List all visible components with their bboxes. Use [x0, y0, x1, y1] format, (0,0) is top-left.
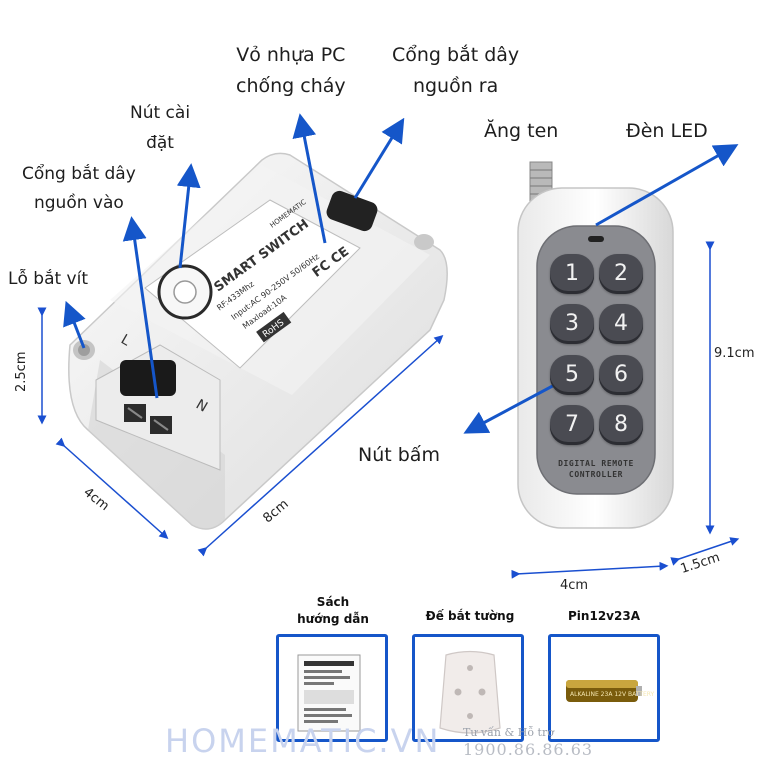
input-port-label-line2: nguồn vào — [33, 193, 124, 213]
screw-hole-label: Lỗ bắt vít — [8, 269, 89, 289]
remote-brand-text: DIGITAL REMOTE CONTROLLER — [548, 458, 644, 480]
remote-brand-line2: CONTROLLER — [568, 470, 624, 479]
remote-button-8[interactable]: 8 — [599, 405, 643, 445]
battery-title: Pin12v23A — [568, 609, 640, 623]
setup-button-label-line2: đặt — [146, 133, 174, 153]
footer-support-text: Tư vấn & Hỗ trợ — [463, 726, 554, 739]
output-port-label: Cổng bắt dây nguồn ra — [392, 40, 519, 102]
housing-label-line1: Vỏ nhựa PC — [236, 44, 346, 66]
dimension-lines — [37, 241, 740, 579]
input-port-label-line1: Cổng bắt dây — [22, 164, 136, 184]
output-port-label-line1: Cổng bắt dây — [392, 44, 520, 66]
remote-button-5[interactable]: 5 — [550, 355, 594, 395]
setup-button-label: Nút cài đặt — [130, 98, 190, 158]
remote-button-3[interactable]: 3 — [550, 304, 594, 344]
remote-button-1[interactable]: 1 — [550, 254, 594, 294]
callout-arrows — [63, 113, 739, 434]
footer-brand-logo: HOMEMATIC.VN — [165, 722, 441, 760]
output-port-label-line2: nguồn ra — [412, 75, 499, 97]
remote-button-7[interactable]: 7 — [550, 405, 594, 445]
manual-title-line1: Sách — [316, 595, 350, 609]
remote-brand-line1: DIGITAL REMOTE — [558, 459, 634, 468]
housing-label-line2: chống cháy — [236, 75, 346, 97]
footer-phone[interactable]: 1900.86.86.63 — [463, 740, 594, 759]
manual-title-line2: hướng dẫn — [297, 612, 369, 626]
keypad-label: Nút bấm — [358, 444, 440, 466]
dim-remote-width: 4cm — [560, 578, 589, 593]
remote-button-6[interactable]: 6 — [599, 355, 643, 395]
dim-remote-height: 9.1cm — [714, 346, 755, 361]
setup-button-label-line1: Nút cài — [130, 103, 191, 123]
manual-title: Sách hướng dẫn — [288, 594, 378, 628]
battery-box — [548, 634, 660, 742]
remote-button-2[interactable]: 2 — [599, 254, 643, 294]
antenna-label: Ăng ten — [484, 120, 559, 142]
input-port-label: Cổng bắt dây nguồn vào — [22, 160, 136, 218]
housing-label: Vỏ nhựa PC chống cháy — [236, 40, 346, 102]
remote-button-4[interactable]: 4 — [599, 304, 643, 344]
led-label: Đèn LED — [626, 120, 708, 142]
dim-receiver-height: 2.5cm — [14, 351, 29, 393]
wall-mount-title: Đế bắt tường — [425, 609, 515, 623]
